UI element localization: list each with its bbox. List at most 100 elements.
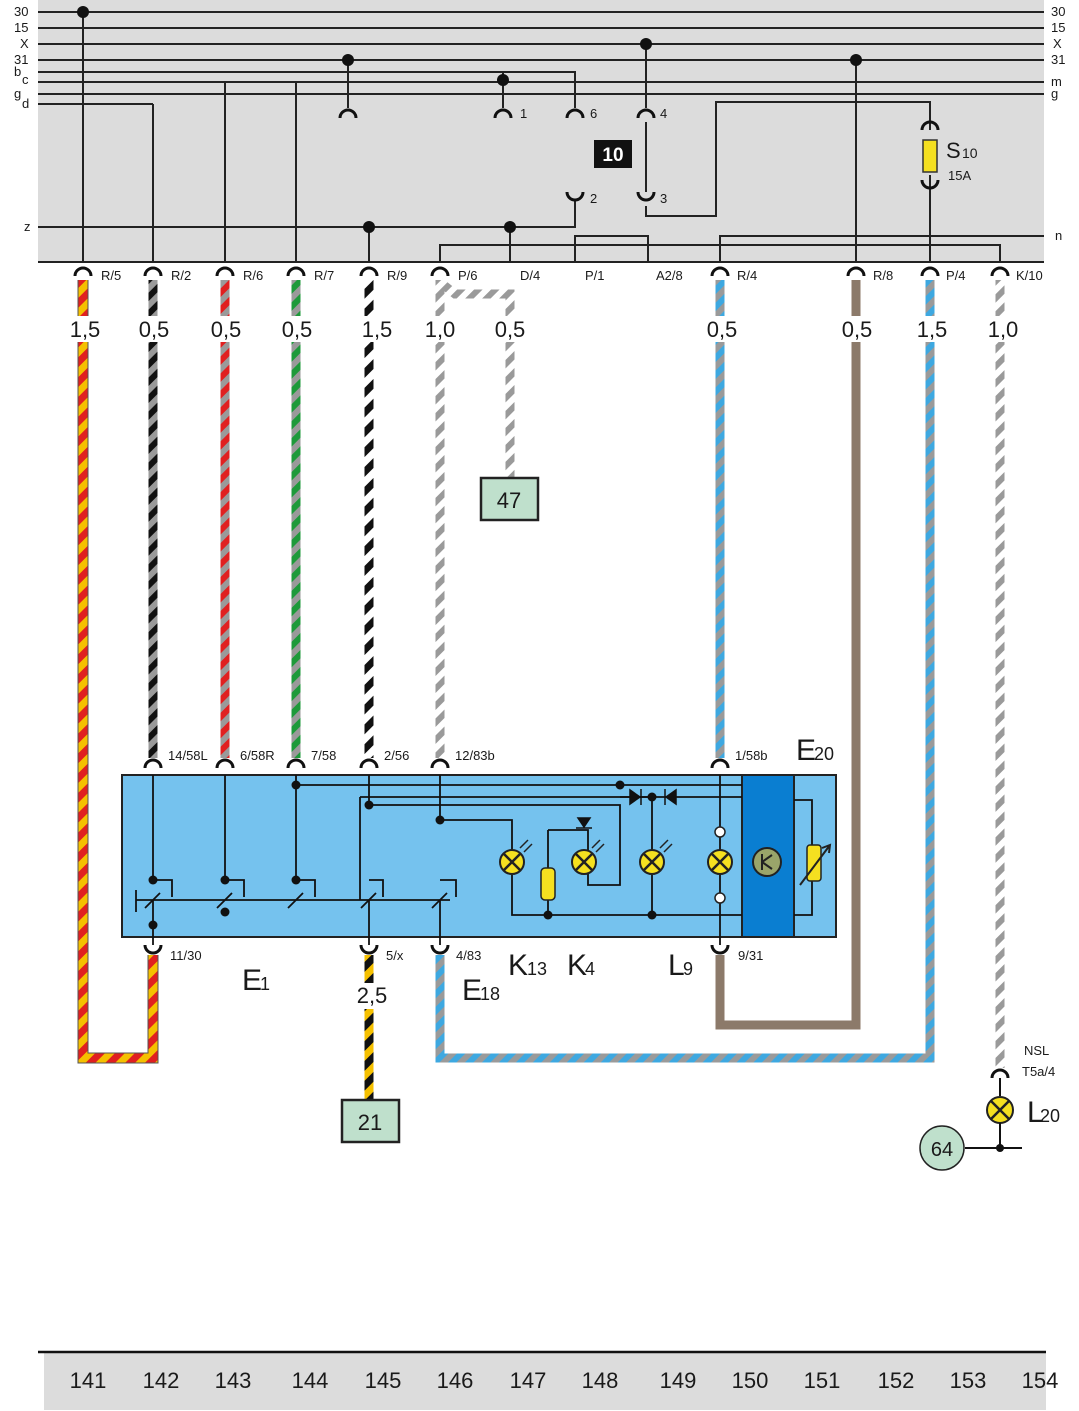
diode-icon-2 — [629, 788, 642, 806]
ref-box-21 — [340, 1098, 401, 1144]
bus-label-b: b — [14, 64, 21, 79]
pin-9-31: 9/31 — [738, 948, 763, 963]
terminal-6: 6 — [590, 106, 597, 121]
wire-gauges: 1,5 0,5 0,5 0,5 1,5 1,0 0,5 0,5 0,5 1,5 … — [68, 316, 1018, 342]
diode-icon-3 — [664, 788, 677, 806]
connector-a2-8: A2/8 — [656, 268, 683, 283]
label-l20-sub: 20 — [1040, 1106, 1060, 1126]
label-e1-sub: 1 — [260, 974, 270, 994]
lamp-l20: NSL T5a/4 — [965, 1043, 1055, 1152]
ref-box-21-label: 21 — [358, 1110, 382, 1135]
gauge-r2: 0,5 — [139, 317, 170, 342]
bus-label-r-30: 30 — [1051, 4, 1065, 19]
terminal-1: 1 — [520, 106, 527, 121]
label-e20: E — [796, 734, 816, 767]
wires — [77, 278, 1005, 1100]
pin-4-83: 4/83 — [456, 948, 481, 963]
bus-label-r-n: n — [1055, 228, 1062, 243]
pin-1-58b: 1/58b — [735, 748, 768, 763]
wire-d4 — [437, 278, 515, 478]
bus-labels-right: 30 15 X 31 m g n — [1051, 4, 1065, 243]
bus-label-d: d — [22, 96, 29, 111]
gauge-5x: 2,5 — [357, 983, 388, 1008]
connector-p6: P/6 — [458, 268, 478, 283]
footer-147: 147 — [510, 1368, 547, 1393]
gauge-r8: 0,5 — [842, 317, 873, 342]
label-e18-sub: 18 — [480, 984, 500, 1004]
connector-p4: P/4 — [946, 268, 966, 283]
module-lamps — [499, 788, 832, 904]
bus-label-c: c — [22, 72, 29, 87]
central-panel-background — [38, 0, 1044, 262]
pin-12-83b: 12/83b — [455, 748, 495, 763]
fuse-rating: 15A — [948, 168, 971, 183]
transistor-icon — [752, 847, 782, 877]
footer-146: 146 — [437, 1368, 474, 1393]
gauge-r4: 0,5 — [707, 317, 738, 342]
terminal-3: 3 — [660, 191, 667, 206]
footer-154: 154 — [1022, 1368, 1059, 1393]
bus-labels-left: 30 15 X 31 b c g d z — [14, 4, 31, 234]
relay-position-label: 10 — [602, 145, 623, 166]
module-bottom-hooks — [143, 944, 730, 955]
label-l9: L — [668, 949, 685, 982]
label-k4-sub: 4 — [585, 959, 595, 979]
pin-6-58r: 6/58R — [240, 748, 275, 763]
lamp-nsl-label: NSL — [1024, 1043, 1049, 1058]
ground-ref-64 — [919, 1125, 965, 1171]
connector-d4: D/4 — [520, 268, 540, 283]
footer-145: 145 — [365, 1368, 402, 1393]
pin-7-58: 7/58 — [311, 748, 336, 763]
resistor-icon — [540, 867, 556, 901]
connector-r7: R/7 — [314, 268, 334, 283]
footer-152: 152 — [878, 1368, 915, 1393]
gauge-p4: 1,5 — [917, 317, 948, 342]
terminal-4: 4 — [660, 106, 667, 121]
connector-r4: R/4 — [737, 268, 757, 283]
relay-sockets — [338, 108, 656, 202]
connector-r8: R/8 — [873, 268, 893, 283]
connector-r2: R/2 — [171, 268, 191, 283]
bus-label-r-g: g — [1051, 86, 1058, 101]
footer-144: 144 — [292, 1368, 329, 1393]
ref-box-47-label: 47 — [497, 488, 521, 513]
footer-149: 149 — [660, 1368, 697, 1393]
connector-r9: R/9 — [387, 268, 407, 283]
connector-r6: R/6 — [243, 268, 263, 283]
gauge-d4: 0,5 — [495, 317, 526, 342]
fuse-label-sub: 10 — [962, 145, 978, 161]
pin-2-56: 2/56 — [384, 748, 409, 763]
ground-ref-64-label: 64 — [931, 1139, 953, 1161]
pin-11-30: 11/30 — [170, 948, 202, 963]
footer-143: 143 — [215, 1368, 252, 1393]
module-junctions — [148, 780, 657, 930]
footer-142: 142 — [143, 1368, 180, 1393]
wire-r5 — [77, 280, 159, 1064]
footer-bar — [44, 1352, 1046, 1410]
wire-p4 — [435, 280, 935, 1063]
module-top-hooks — [143, 758, 730, 769]
gauge-r5: 1,5 — [70, 317, 101, 342]
gauge-p6: 1,0 — [425, 317, 456, 342]
relay-position-box — [594, 140, 632, 168]
label-e20-sub: 20 — [814, 744, 834, 764]
label-k13-sub: 13 — [527, 959, 547, 979]
connector-k10: K/10 — [1016, 268, 1043, 283]
label-e1: E — [242, 964, 262, 997]
gauge-k10: 1,0 — [988, 317, 1019, 342]
junction-dots — [77, 6, 862, 233]
pin-5-x: 5/x — [386, 948, 404, 963]
connector-p1: P/1 — [585, 268, 605, 283]
bus-label-15: 15 — [14, 20, 28, 35]
terminal-2: 2 — [590, 191, 597, 206]
footer-141: 141 — [70, 1368, 107, 1393]
relay-terminal-labels: 1 6 4 2 3 — [520, 106, 667, 206]
footer-148: 148 — [582, 1368, 619, 1393]
bus-label-g: g — [14, 86, 21, 101]
lamp-conn-label: T5a/4 — [1022, 1064, 1055, 1079]
panel-wiring — [38, 12, 1044, 262]
bus-label-r-x: X — [1053, 36, 1062, 51]
bus-label-r-31: 31 — [1051, 52, 1065, 67]
label-l9-sub: 9 — [683, 959, 693, 979]
